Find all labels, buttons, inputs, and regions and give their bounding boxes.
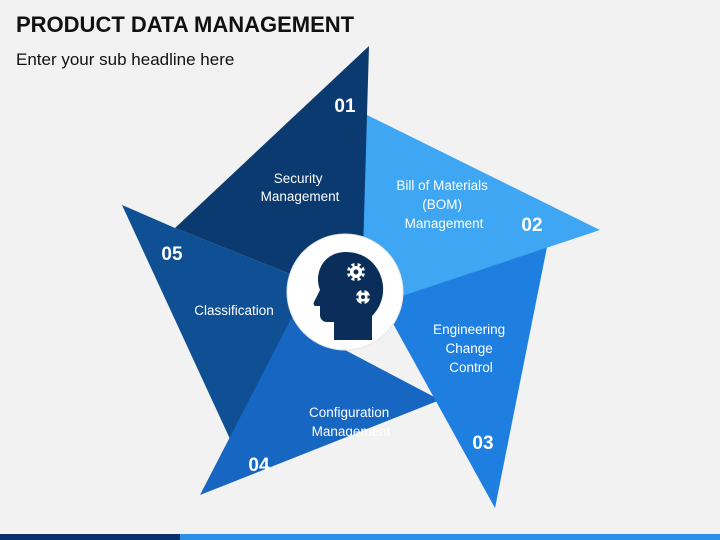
segment-04-number: 04 bbox=[248, 455, 270, 476]
segment-04-label: Configuration Management bbox=[309, 405, 393, 439]
segment-03-number: 03 bbox=[472, 433, 493, 454]
footer-bar-light bbox=[180, 534, 720, 540]
segment-02-shape bbox=[352, 113, 600, 296]
segment-01-label: Security Management bbox=[261, 171, 340, 204]
page-subtitle: Enter your sub headline here bbox=[16, 50, 235, 69]
segment-05-shape bbox=[122, 205, 310, 452]
segment-02-number: 02 bbox=[521, 215, 542, 236]
footer-bar-dark bbox=[0, 534, 180, 540]
segment-05-number: 05 bbox=[161, 244, 183, 265]
segment-03-shape bbox=[380, 242, 548, 508]
segment-01-shape bbox=[175, 46, 369, 282]
segment-01-number: 01 bbox=[334, 96, 356, 117]
footer-bar bbox=[0, 534, 720, 540]
segment-02-label: Bill of Materials (BOM) Management bbox=[396, 178, 491, 231]
head-gears-icon bbox=[313, 252, 384, 340]
page-title: PRODUCT DATA MANAGEMENT bbox=[16, 12, 355, 37]
segment-05-label: Classification bbox=[194, 303, 274, 318]
segment-03-label: Engineering Change Control bbox=[433, 322, 509, 375]
segment-04-shape bbox=[200, 282, 440, 495]
